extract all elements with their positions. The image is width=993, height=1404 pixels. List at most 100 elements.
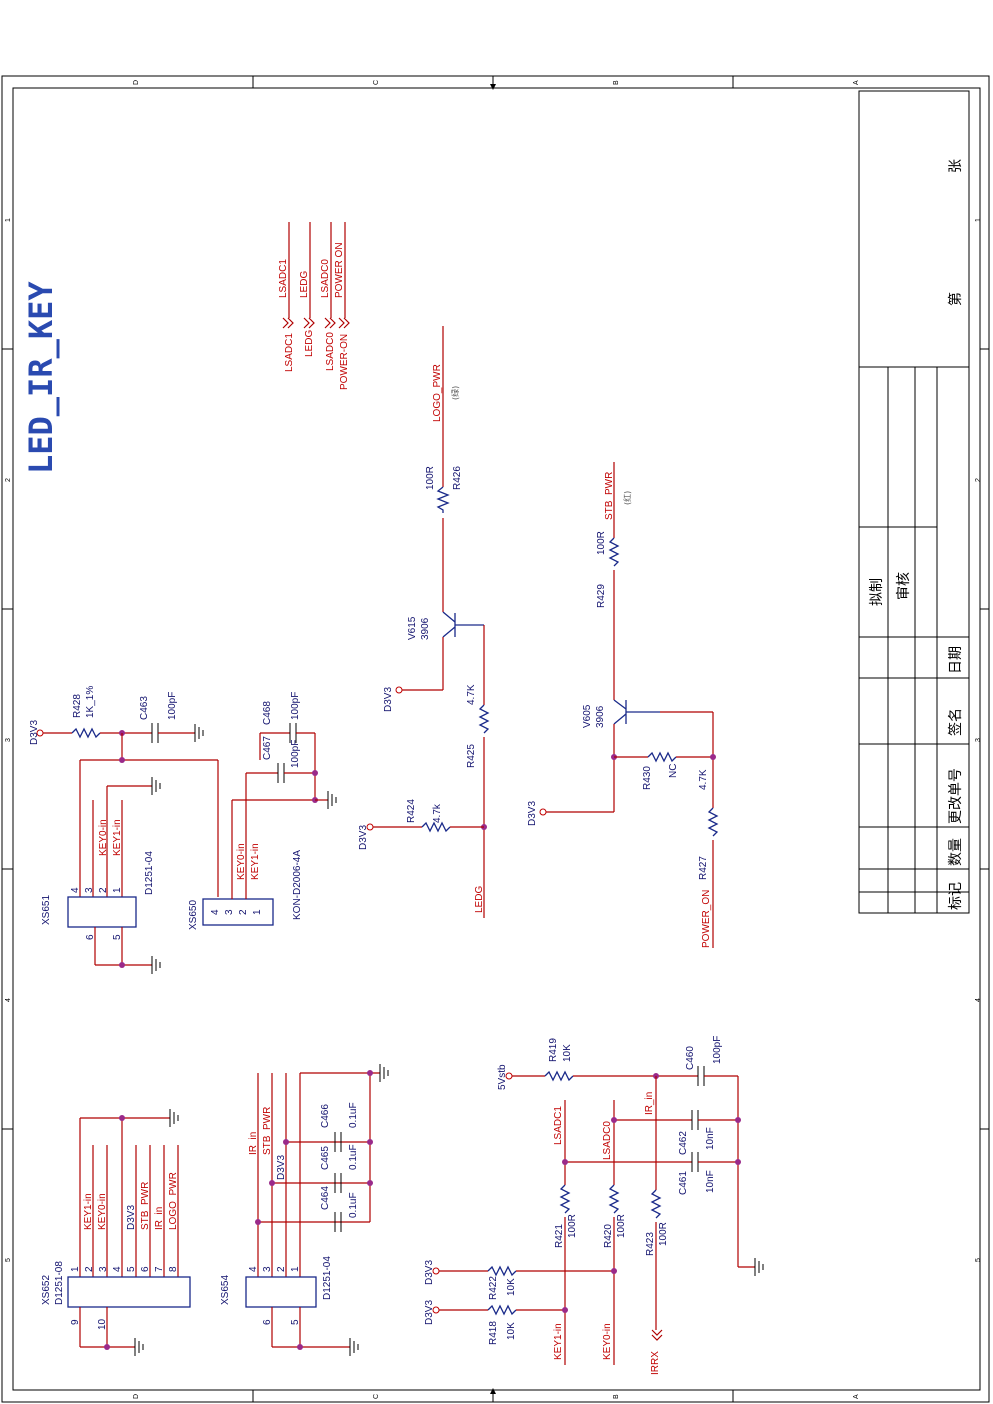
svg-text:100R: 100R	[596, 531, 607, 555]
svg-text:KEY0-in: KEY0-in	[98, 819, 109, 856]
svg-text:7: 7	[154, 1266, 165, 1272]
bottom-arrow	[490, 1388, 496, 1394]
svg-text:D3V3: D3V3	[276, 1155, 287, 1180]
svg-text:10nF: 10nF	[705, 1170, 716, 1193]
svg-text:5: 5	[290, 1319, 301, 1325]
svg-text:100pF: 100pF	[290, 692, 301, 720]
svg-text:POWER-ON: POWER-ON	[339, 334, 350, 390]
svg-text:R428: R428	[72, 694, 83, 718]
svg-text:LSADC0: LSADC0	[320, 259, 331, 298]
svg-text:LEDG: LEDG	[474, 886, 485, 913]
svg-text:6: 6	[262, 1319, 273, 1325]
svg-text:第: 第	[947, 292, 964, 306]
ir-adc-section: 5Vstb R419 10K C460 100pF LSADC1 LSADC0 …	[424, 1036, 764, 1375]
svg-text:(红): (红)	[622, 491, 632, 505]
svg-text:100R: 100R	[658, 1222, 669, 1246]
svg-text:6: 6	[85, 934, 96, 940]
svg-text:IR_in: IR_in	[248, 1132, 259, 1155]
offpage-nets: LSADC1 LEDG LSADC0 POWER ON LSADC1 LEDG …	[278, 222, 350, 390]
svg-text:D: D	[133, 80, 140, 85]
key-connector-section: D3V3 R428 1K_1% C463 100pF KEY0-in KEY1-…	[29, 686, 337, 974]
svg-text:2: 2	[98, 887, 109, 893]
ground-symbol-7	[379, 1064, 389, 1082]
svg-text:LEDG: LEDG	[299, 271, 310, 298]
svg-text:LOGO_PWR: LOGO_PWR	[168, 1172, 179, 1230]
svg-text:LSADC0: LSADC0	[602, 1121, 613, 1160]
svg-text:100pF: 100pF	[167, 692, 178, 720]
svg-text:3: 3	[224, 909, 235, 915]
svg-text:1: 1	[112, 887, 123, 893]
svg-text:D3V3: D3V3	[383, 687, 394, 712]
svg-text:R420: R420	[603, 1224, 614, 1248]
ground-symbol-4	[327, 791, 337, 809]
svg-text:日期: 日期	[948, 646, 964, 674]
svg-text:C466: C466	[320, 1104, 331, 1128]
svg-text:D3V3: D3V3	[424, 1300, 435, 1325]
svg-text:D1251-04: D1251-04	[322, 1256, 333, 1300]
title-block: 标记 数量 更改单号 签名 日期 拟制 审核 第 张	[858, 90, 970, 914]
svg-text:STB_PWR: STB_PWR	[262, 1107, 273, 1155]
svg-text:100pF: 100pF	[290, 740, 301, 768]
svg-text:张: 张	[948, 159, 964, 173]
svg-text:10: 10	[97, 1318, 108, 1330]
svg-text:XS654: XS654	[220, 1275, 231, 1305]
svg-text:C468: C468	[262, 701, 273, 725]
svg-text:POWER_ON: POWER_ON	[701, 890, 712, 948]
svg-text:R419: R419	[548, 1038, 559, 1062]
svg-text:1K_1%: 1K_1%	[85, 686, 96, 718]
ground-symbol-5	[169, 1109, 179, 1127]
svg-text:2: 2	[238, 909, 249, 915]
svg-text:C463: C463	[139, 696, 150, 720]
svg-text:100R: 100R	[567, 1214, 578, 1238]
svg-text:XS652: XS652	[41, 1275, 52, 1305]
svg-text:100pF: 100pF	[712, 1036, 723, 1064]
svg-text:5: 5	[112, 934, 123, 940]
svg-text:LSADC1: LSADC1	[284, 333, 295, 372]
top-arrow	[490, 84, 496, 90]
frame-labels: D C B A D C B A 1 2 3 4 5 1 2 3 4 5	[5, 80, 982, 1399]
svg-text:拟制: 拟制	[869, 578, 885, 606]
svg-text:STB_PWR: STB_PWR	[140, 1182, 151, 1230]
ground-symbol-8	[349, 1338, 359, 1356]
svg-text:R426: R426	[452, 466, 463, 490]
svg-text:3: 3	[98, 1266, 109, 1272]
svg-text:3906: 3906	[420, 617, 431, 640]
svg-text:KEY0-in: KEY0-in	[97, 1193, 108, 1230]
svg-text:A: A	[853, 1394, 860, 1399]
standby-led-driver: STB_PWR (红) 100R R429 V605 3906 D3V3 R43…	[527, 462, 719, 948]
svg-text:D3V3: D3V3	[527, 801, 538, 826]
svg-text:R424: R424	[406, 799, 417, 823]
svg-text:2: 2	[276, 1266, 287, 1272]
svg-text:KEY0-in: KEY0-in	[602, 1323, 613, 1360]
svg-text:1: 1	[252, 909, 263, 915]
ground-symbol-1	[194, 724, 204, 742]
svg-text:3: 3	[262, 1266, 273, 1272]
svg-text:D1251-04: D1251-04	[144, 851, 155, 895]
svg-text:LSADC0: LSADC0	[325, 332, 336, 371]
svg-text:B: B	[613, 80, 620, 85]
svg-text:LSADC1: LSADC1	[553, 1106, 564, 1145]
svg-text:1: 1	[975, 218, 982, 222]
svg-text:0.1uF: 0.1uF	[348, 1102, 359, 1128]
svg-text:IR_in: IR_in	[154, 1207, 165, 1230]
svg-text:KEY1-in: KEY1-in	[250, 843, 261, 880]
svg-text:5: 5	[126, 1266, 137, 1272]
inner-frame	[12, 87, 981, 1391]
page-title: LED_IR_KEY	[22, 281, 60, 474]
svg-text:NC: NC	[668, 764, 679, 778]
svg-text:2: 2	[84, 1266, 95, 1272]
svg-text:10K: 10K	[506, 1278, 517, 1296]
svg-text:KEY1-in: KEY1-in	[553, 1323, 564, 1360]
svg-text:R430: R430	[642, 766, 653, 790]
svg-text:3: 3	[975, 738, 982, 742]
svg-text:2: 2	[5, 478, 12, 482]
svg-text:2: 2	[975, 478, 982, 482]
svg-text:1: 1	[5, 218, 12, 222]
svg-text:(绿): (绿)	[451, 386, 460, 400]
svg-text:5: 5	[5, 1258, 12, 1262]
svg-text:8: 8	[168, 1266, 179, 1272]
ground-symbol-2	[151, 777, 161, 795]
svg-text:100R: 100R	[616, 1214, 627, 1238]
svg-text:标记: 标记	[948, 882, 964, 910]
svg-text:C: C	[373, 80, 380, 85]
